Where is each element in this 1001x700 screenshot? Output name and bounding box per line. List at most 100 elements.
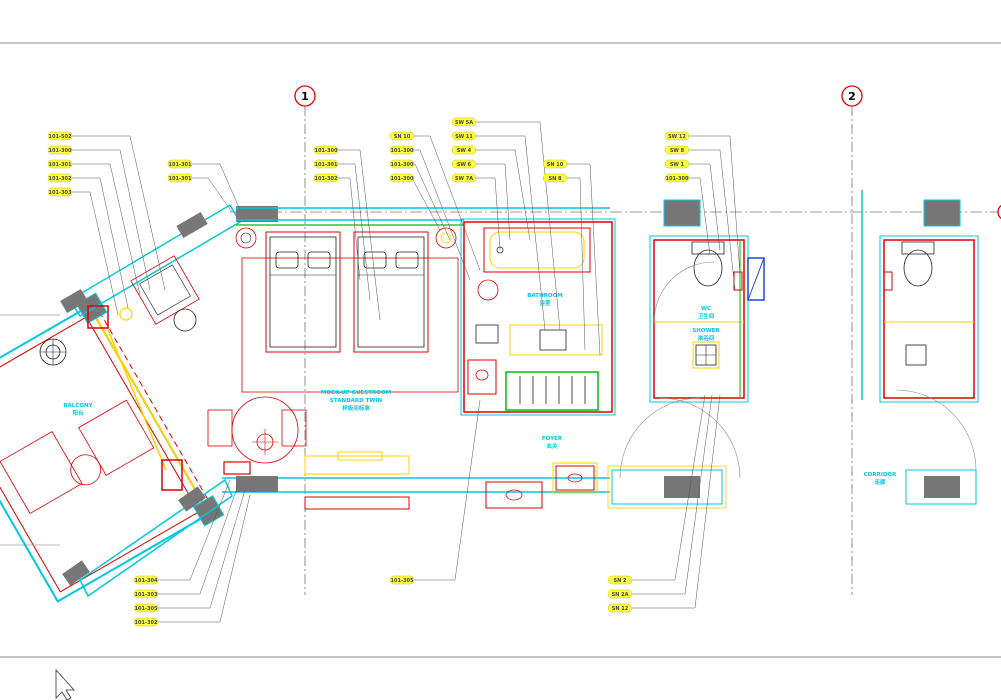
svg-text:101-300: 101-300 bbox=[391, 176, 414, 182]
svg-text:SW 1: SW 1 bbox=[670, 162, 685, 168]
shower-label-cn: 淋浴间 bbox=[698, 334, 715, 342]
tag-sn-2a: SN 2A bbox=[607, 589, 633, 599]
svg-text:SW 11: SW 11 bbox=[455, 134, 473, 140]
svg-text:101-305: 101-305 bbox=[135, 606, 158, 612]
tag-101-502: 101-502 bbox=[47, 131, 73, 141]
mockup-label-en2: STANDARD TWIN bbox=[330, 398, 383, 404]
svg-text:101-303: 101-303 bbox=[49, 190, 72, 196]
tag-group-sn-1: SN 10 101-300 101-300 101-300 bbox=[389, 131, 415, 183]
tag-sn-2: SN 2 bbox=[607, 575, 633, 585]
grid-axis-1-label: 1 bbox=[301, 90, 309, 103]
svg-text:SN 8: SN 8 bbox=[548, 176, 562, 182]
shower-drain bbox=[692, 341, 720, 369]
table-and-chairs bbox=[207, 396, 307, 475]
tag-101-305-a: 101-305 bbox=[133, 603, 159, 613]
svg-text:101-300: 101-300 bbox=[49, 148, 72, 154]
tag-group-sw: SW 5A SW 11 SW 4 SW 6 SW 7A bbox=[451, 117, 477, 183]
grid-marker-right bbox=[997, 204, 1001, 220]
tag-sw-12: SW 12 bbox=[664, 131, 690, 141]
tag-group-bottom-right: SN 2 SN 2A SN 12 bbox=[607, 575, 633, 613]
wardrobe bbox=[505, 371, 599, 411]
svg-text:SW 4: SW 4 bbox=[457, 148, 472, 154]
tag-group-sn-2: SN 10 SN 8 bbox=[542, 159, 568, 183]
wc-door-swings bbox=[619, 261, 741, 479]
tag-101-300-f: 101-300 bbox=[664, 173, 690, 183]
svg-text:SN 2: SN 2 bbox=[613, 578, 627, 584]
balcony-label-cn: 阳台 bbox=[72, 409, 84, 417]
corridor-label-en: CORRIDOR bbox=[864, 472, 897, 478]
tag-101-302-a: 101-302 bbox=[47, 173, 73, 183]
tag-101-300-e: 101-300 bbox=[389, 173, 415, 183]
tag-sn-8: SN 8 bbox=[542, 173, 568, 183]
twin-bed-2 bbox=[353, 231, 429, 353]
tag-sw-1: SW 1 bbox=[664, 159, 690, 169]
tag-sw-11: SW 11 bbox=[451, 131, 477, 141]
tag-group-left-top: 101-502 101-300 101-301 101-302 101-303 bbox=[47, 131, 73, 197]
tag-101-300-a: 101-300 bbox=[47, 145, 73, 155]
twin-bed-1 bbox=[265, 231, 341, 353]
svg-text:101-300: 101-300 bbox=[391, 148, 414, 154]
mouse-cursor-icon bbox=[55, 668, 75, 700]
area-rug bbox=[241, 257, 459, 393]
tag-101-305-b: 101-305 bbox=[389, 575, 415, 585]
tag-101-304: 101-304 bbox=[133, 575, 159, 585]
tag-sn-10-a: SN 10 bbox=[389, 131, 415, 141]
balcony-label-en: BALCONY bbox=[63, 403, 93, 409]
svg-text:101-302: 101-302 bbox=[135, 620, 158, 626]
mirror-panel bbox=[747, 257, 765, 301]
svg-text:101-303: 101-303 bbox=[135, 592, 158, 598]
foyer-label-en: FOYER bbox=[542, 436, 563, 442]
svg-text:101-300: 101-300 bbox=[391, 162, 414, 168]
tag-101-303-a: 101-303 bbox=[47, 187, 73, 197]
safe-box bbox=[467, 359, 497, 395]
bathroom-label-cn: 浴室 bbox=[539, 299, 551, 307]
grid-axis-1: 1 bbox=[294, 85, 316, 595]
svg-text:SN 10: SN 10 bbox=[394, 134, 411, 140]
svg-text:SW 7A: SW 7A bbox=[455, 176, 473, 182]
svg-text:101-301: 101-301 bbox=[315, 162, 338, 168]
mockup-label-cn: 样板间标准 bbox=[342, 404, 370, 412]
angled-wall-bottom bbox=[62, 478, 233, 598]
toilet bbox=[691, 241, 743, 291]
mockup-label-en: MOCK-UP GUESTROOM bbox=[321, 390, 391, 396]
wc-label-cn: 卫生间 bbox=[698, 312, 715, 320]
balcony-ornament bbox=[39, 338, 67, 366]
svg-text:SW 8: SW 8 bbox=[670, 148, 685, 154]
svg-text:SN 12: SN 12 bbox=[612, 606, 629, 612]
bathroom-label-en: BATHROOM bbox=[527, 293, 562, 299]
vanity bbox=[475, 279, 603, 356]
tag-101-301-d: 101-301 bbox=[313, 159, 339, 169]
leader-lines bbox=[72, 121, 741, 623]
wc-walls bbox=[649, 199, 749, 403]
bedroom-walls bbox=[222, 206, 610, 493]
tag-101-300-b: 101-300 bbox=[313, 145, 339, 155]
tag-group-left-mid: 101-301 101-301 bbox=[167, 159, 193, 183]
tag-sw-5a: SW 5A bbox=[451, 117, 477, 127]
svg-text:101-301: 101-301 bbox=[49, 162, 72, 168]
grid-axis-2: 2 bbox=[841, 85, 863, 595]
side-table bbox=[173, 308, 197, 332]
tag-sn-12: SN 12 bbox=[607, 603, 633, 613]
svg-text:101-302: 101-302 bbox=[315, 176, 338, 182]
tag-101-302-c: 101-302 bbox=[133, 617, 159, 627]
foyer-walls bbox=[464, 462, 610, 509]
svg-text:101-300: 101-300 bbox=[666, 176, 689, 182]
corridor-label-cn: 走廊 bbox=[873, 478, 886, 486]
svg-text:SW 12: SW 12 bbox=[668, 134, 686, 140]
tag-group-right: SW 12 SW 8 SW 1 101-300 bbox=[664, 131, 690, 183]
svg-text:SW 6: SW 6 bbox=[457, 162, 472, 168]
tag-101-300-d: 101-300 bbox=[389, 159, 415, 169]
tag-group-bottom-left: 101-304 101-303 101-305 101-302 bbox=[133, 575, 159, 627]
svg-text:SN 10: SN 10 bbox=[547, 162, 564, 168]
grid-axis-2-label: 2 bbox=[848, 90, 856, 103]
tag-sw-4: SW 4 bbox=[451, 145, 477, 155]
foyer-label-cn: 玄关 bbox=[546, 442, 558, 450]
svg-text:SN 2A: SN 2A bbox=[612, 592, 629, 598]
tag-sw-8: SW 8 bbox=[664, 145, 690, 155]
svg-text:101-502: 101-502 bbox=[49, 134, 72, 140]
tag-sw-7a: SW 7A bbox=[451, 173, 477, 183]
floor-lamp bbox=[119, 307, 133, 321]
tag-sn-10-b: SN 10 bbox=[542, 159, 568, 169]
tag-101-300-c: 101-300 bbox=[389, 145, 415, 155]
